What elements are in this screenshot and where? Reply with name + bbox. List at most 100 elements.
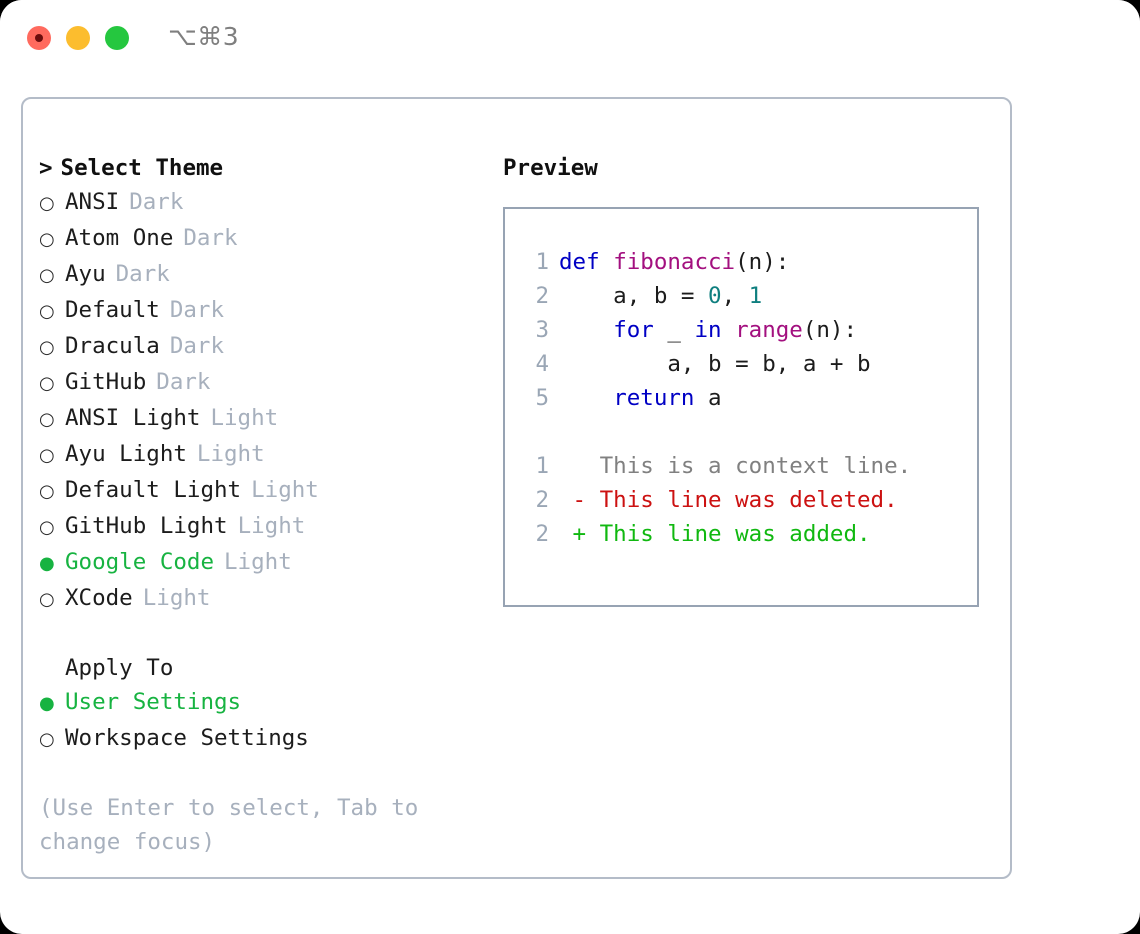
- theme-option-variant: Dark: [169, 333, 225, 359]
- radio-unselected-icon: ○: [39, 409, 55, 430]
- apply-to-option-label: User Settings: [65, 689, 242, 715]
- theme-option-google-code[interactable]: ● Google Code Light: [39, 545, 469, 581]
- token-plain: ,: [721, 283, 749, 309]
- keyboard-hint-text: (Use Enter to select, Tab to change focu…: [39, 795, 419, 855]
- radio-unselected-icon: ○: [39, 337, 55, 358]
- code-line: 5 return a: [505, 381, 977, 415]
- line-content: a, b = 0, 1: [559, 279, 762, 313]
- apply-to-option-workspace-settings[interactable]: ○ Workspace Settings: [39, 721, 469, 757]
- theme-option-label: GitHub Light: [65, 513, 228, 539]
- token-plain: a, b =: [559, 283, 709, 309]
- diff-line: 2 + This line was added.: [505, 517, 977, 551]
- radio-unselected-icon: ○: [39, 481, 55, 502]
- theme-option-variant: Light: [224, 549, 292, 575]
- radio-unselected-icon: ○: [39, 265, 55, 286]
- token-plain: (n):: [735, 249, 790, 275]
- code-line: 4 a, b = b, a + b: [505, 347, 977, 381]
- line-number: 5: [535, 385, 549, 411]
- token-plain: [559, 385, 613, 411]
- theme-option-atom-one[interactable]: ○ Atom One Dark: [39, 221, 469, 257]
- line-content: This is a context line.: [559, 449, 912, 483]
- token-plain: [559, 317, 613, 343]
- apply-to-option-user-settings[interactable]: ● User Settings: [39, 685, 469, 721]
- line-content: return a: [559, 381, 722, 415]
- theme-option-label: ANSI: [65, 189, 120, 215]
- theme-option-label: Google Code: [65, 549, 215, 575]
- select-theme-heading: >Select Theme: [39, 151, 469, 185]
- theme-option-variant: Light: [237, 513, 306, 539]
- line-number: 2: [535, 521, 549, 547]
- theme-option-label: Default Light: [65, 477, 242, 503]
- title-bar: ⌥⌘3: [0, 0, 1140, 78]
- token-num: 1: [748, 283, 763, 309]
- diff-line: 1 This is a context line.: [505, 449, 977, 483]
- theme-option-label: GitHub: [65, 369, 147, 395]
- theme-option-variant: Dark: [129, 189, 184, 215]
- line-number: 3: [535, 317, 549, 343]
- minimize-button-icon[interactable]: [66, 26, 90, 50]
- code-line: 3 for _ in range(n):: [505, 313, 977, 347]
- line-content: def fibonacci(n):: [559, 245, 789, 279]
- diff-sample: 1 This is a context line. 2 - This line w…: [505, 449, 977, 551]
- theme-option-default-light[interactable]: ○ Default Light Light: [39, 473, 469, 509]
- radio-selected-icon: ●: [39, 553, 55, 574]
- apply-to-option-label: Workspace Settings: [65, 725, 309, 751]
- token-num: 0: [708, 283, 722, 309]
- radio-unselected-icon: ○: [39, 445, 55, 466]
- theme-option-variant: Dark: [156, 369, 211, 395]
- line-content: + This line was added.: [559, 517, 871, 551]
- token-kw: def: [559, 249, 614, 275]
- token-fn: fibonacci: [613, 249, 736, 275]
- maximize-button-icon[interactable]: [105, 26, 129, 50]
- token-plain: (n):: [802, 317, 858, 343]
- code-line: 2 a, b = 0, 1: [505, 279, 977, 313]
- token-del: - This line was deleted.: [559, 487, 898, 513]
- token-fn: range: [735, 317, 803, 343]
- theme-option-variant: Light: [142, 585, 211, 611]
- theme-option-label: Atom One: [65, 225, 174, 251]
- token-ctx: This is a context line.: [559, 453, 912, 479]
- token-kw: for: [613, 317, 654, 343]
- theme-option-label: Default: [65, 297, 160, 323]
- token-plain: a: [694, 385, 722, 411]
- theme-option-github[interactable]: ○ GitHub Dark: [39, 365, 469, 401]
- theme-option-ayu[interactable]: ○ Ayu Dark: [39, 257, 469, 293]
- theme-option-label: XCode: [65, 585, 133, 611]
- close-button-icon[interactable]: [27, 26, 51, 50]
- theme-option-variant: Dark: [183, 225, 238, 251]
- radio-selected-icon: ●: [39, 693, 55, 714]
- line-number: 1: [535, 453, 549, 479]
- token-kw: return: [613, 385, 695, 411]
- theme-option-variant: Dark: [115, 261, 170, 287]
- preview-heading: Preview: [503, 155, 598, 181]
- line-number: 4: [535, 351, 549, 377]
- section-spacer: [39, 617, 469, 651]
- token-kw: in: [694, 317, 722, 343]
- theme-option-variant: Light: [251, 477, 319, 503]
- window-controls: [27, 26, 129, 50]
- radio-unselected-icon: ○: [39, 729, 55, 750]
- radio-unselected-icon: ○: [39, 229, 55, 250]
- token-plain: [722, 317, 736, 343]
- theme-option-label: Ayu: [65, 261, 106, 287]
- theme-option-variant: Light: [196, 441, 265, 467]
- theme-option-variant: Dark: [169, 297, 225, 323]
- prompt-caret-icon: >: [39, 155, 53, 181]
- apply-to-list: ● User Settings ○ Workspace Settings: [39, 685, 469, 757]
- line-content: a, b = b, a + b: [559, 347, 870, 381]
- radio-unselected-icon: ○: [39, 373, 55, 394]
- line-number: 2: [535, 487, 549, 513]
